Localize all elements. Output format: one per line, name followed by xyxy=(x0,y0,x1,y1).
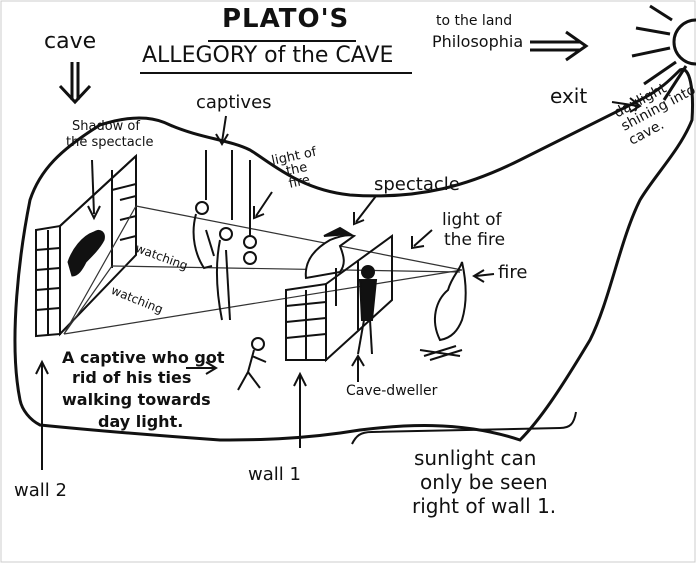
sunlight-bracket xyxy=(351,411,577,445)
spectacle-arrow xyxy=(353,195,377,226)
fire-icon xyxy=(419,261,467,361)
cave-label: cave xyxy=(44,29,97,54)
cave-dweller-figure xyxy=(357,265,378,355)
captive-2 xyxy=(215,150,233,321)
title-line-1: PLATO'S xyxy=(222,4,350,34)
light-fire-right-line-1: light of xyxy=(442,210,502,230)
exit-label: exit xyxy=(550,84,588,108)
light-rays xyxy=(63,205,463,335)
sun-icon xyxy=(631,4,696,101)
wall-1-label: wall 1 xyxy=(248,464,301,485)
philosophia-arrow xyxy=(530,30,589,62)
cave-outline xyxy=(13,67,694,442)
cave-dweller-label: Cave-dweller xyxy=(346,383,438,399)
captive-3 xyxy=(243,160,257,265)
captives-arrow xyxy=(215,115,229,146)
captives-label: captives xyxy=(196,92,272,113)
sunlight-label-1: sunlight can xyxy=(414,446,537,470)
wall-1-arrow xyxy=(293,371,307,448)
cave-dweller-arrow xyxy=(351,354,365,382)
light-fire-right-arrow xyxy=(411,229,433,250)
captive-label-3: walking towards xyxy=(62,390,211,409)
title-line-2: ALLEGORY of the CAVE xyxy=(142,43,394,68)
spectacle-label: spectacle xyxy=(374,174,460,195)
light-fire-left-arrow xyxy=(253,191,273,220)
cave-down-arrow xyxy=(58,62,92,105)
wall-1 xyxy=(285,234,393,363)
to-land-line-1: to the land xyxy=(436,13,513,29)
to-land-line-2: Philosophia xyxy=(432,32,524,51)
shadow-label-2: the spectacle xyxy=(66,135,154,150)
shadow-of-spectacle xyxy=(67,229,105,277)
exit-arrow xyxy=(611,97,642,113)
sunlight-label-2: only be seen xyxy=(420,470,548,494)
wall-2 xyxy=(35,153,137,338)
fire-label: fire xyxy=(498,262,528,283)
sunlight-label-3: right of wall 1. xyxy=(412,494,557,518)
shadow-arrow xyxy=(87,159,101,221)
spectacle-puppet xyxy=(304,226,357,306)
captive-label-2: rid of his ties xyxy=(72,368,192,387)
captive-walk-arrow xyxy=(186,361,218,375)
captive-label-1: A captive who got xyxy=(62,348,225,367)
fire-arrow xyxy=(472,269,495,283)
shadow-label-1: Shadow of xyxy=(72,119,140,134)
wall-2-label: wall 2 xyxy=(14,480,67,501)
wall-2-arrow xyxy=(35,359,49,470)
captive-label-4: day light. xyxy=(98,412,184,431)
light-fire-right-line-2: the fire xyxy=(444,230,506,250)
captive-1 xyxy=(192,150,215,270)
freed-captive-figure xyxy=(237,337,267,391)
